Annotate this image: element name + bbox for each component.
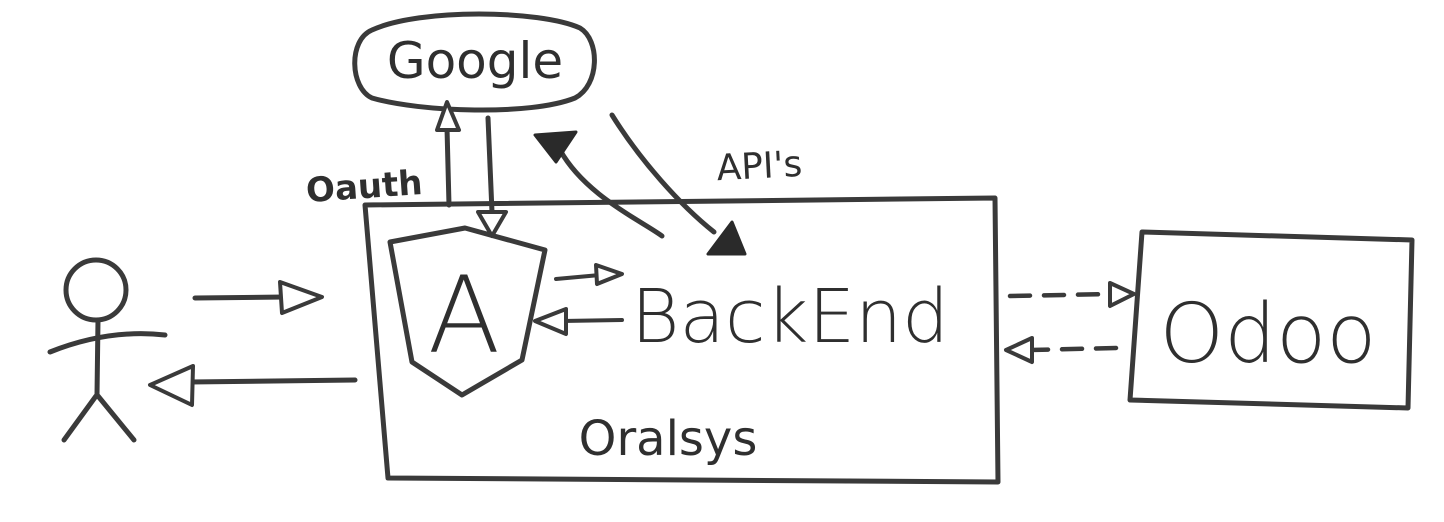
backend-to-angular-arrow	[533, 307, 624, 336]
google-node: Google	[352, 11, 597, 113]
odoo-to-oralsys-dashed-arrow	[1004, 336, 1119, 364]
oauth-label: Oauth	[305, 163, 424, 211]
app-to-user-arrow	[148, 364, 358, 407]
oralsys-label: Oralsys	[579, 411, 758, 467]
backend-label: BackEnd	[631, 274, 949, 360]
angular-shield-icon: A	[387, 225, 548, 398]
oauth-down-arrow	[476, 115, 508, 238]
odoo-node: Odoo	[1127, 229, 1415, 411]
google-label: Google	[387, 32, 563, 90]
google-to-backend-arrow	[609, 112, 747, 256]
apis-label: API's	[716, 144, 804, 189]
backend-to-google-arrow	[533, 130, 665, 239]
angular-letter: A	[428, 254, 501, 377]
oauth-up-arrow	[435, 100, 461, 208]
oralsys-container: Oralsys	[362, 195, 1001, 485]
oralsys-to-odoo-dashed-arrow	[1007, 281, 1136, 308]
odoo-label: Odoo	[1160, 287, 1377, 382]
angular-to-backend-arrow	[554, 263, 624, 286]
user-to-app-arrow	[192, 280, 324, 315]
stick-figure-icon	[47, 257, 168, 443]
